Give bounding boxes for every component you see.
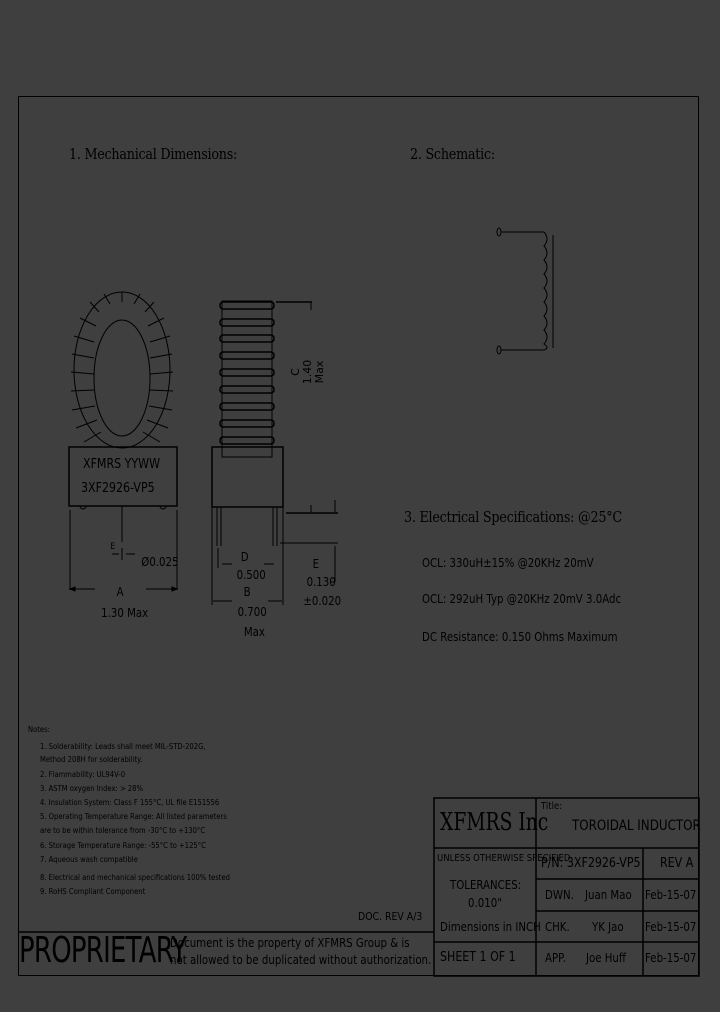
checked-by-name: YK Jao bbox=[592, 920, 624, 934]
dim-d-value: 0.500 bbox=[236, 568, 266, 582]
toroid-side-view bbox=[211, 300, 338, 605]
dim-c-block: C 1.40 Max bbox=[289, 352, 326, 392]
drawing-frame bbox=[18, 96, 699, 976]
mechanical-dimensions-heading: 1. Mechanical Dimensions: bbox=[69, 145, 238, 163]
dim-e-tolerance: ±0.020 bbox=[303, 594, 342, 608]
approved-by-role: APP. bbox=[545, 951, 566, 965]
proprietary-notice-line2: not allowed to be duplicated without aut… bbox=[170, 953, 432, 967]
revision: REV A bbox=[660, 856, 694, 871]
dim-b-suffix: Max bbox=[243, 625, 265, 639]
note-item: 5. Operating Temperature Range: All list… bbox=[40, 812, 227, 821]
drawn-by-date: Feb-15-07 bbox=[645, 888, 697, 902]
checked-by-date: Feb-15-07 bbox=[645, 920, 697, 934]
drawn-by-role: DWN. bbox=[545, 888, 574, 902]
note-item: 3. ASTM oxygen Index: > 28% bbox=[40, 784, 143, 793]
dim-a-value: 1.30 Max bbox=[101, 606, 149, 620]
tolerances-label: TOLERANCES: bbox=[450, 878, 522, 892]
note-item: are to be within tolerance from -30°C to… bbox=[40, 826, 206, 835]
note-item: 1. Solderability: Leads shall meet MIL-S… bbox=[40, 742, 206, 751]
approved-by-name: Joe Huff bbox=[586, 951, 626, 965]
sheet-number: SHEET 1 OF 1 bbox=[440, 950, 516, 965]
dim-a-label: A bbox=[116, 585, 124, 599]
note-item: Method 208H for solderability. bbox=[40, 755, 143, 764]
electrical-specifications-heading: 3. Electrical Specifications: @25°C bbox=[404, 508, 622, 526]
part-number: P/N: 3XF2926-VP5 bbox=[541, 856, 641, 871]
checked-by-role: CHK. bbox=[545, 920, 570, 934]
unless-otherwise-specified: UNLESS OTHERWISE SPECIFIED bbox=[437, 853, 571, 864]
company-name: XFMRS Inc bbox=[440, 808, 549, 836]
note-item: 9. RoHS Compliant Component bbox=[40, 887, 146, 896]
dim-e-value: 0.130 bbox=[306, 575, 336, 589]
spec-dc-resistance: DC Resistance: 0.150 Ohms Maximum bbox=[422, 630, 618, 644]
spec-ocl-typical: OCL: 292uH Typ @20KHz 20mV 3.0Adc bbox=[422, 592, 622, 606]
note-item: 6. Storage Temperature Range: -55°C to +… bbox=[40, 841, 206, 850]
spec-ocl-nominal: OCL: 330uH±15% @20KHz 20mV bbox=[422, 556, 594, 570]
dim-e-label: E bbox=[312, 557, 320, 571]
dim-d-label: D bbox=[240, 550, 249, 564]
title-block-grid bbox=[18, 797, 700, 977]
schematic-heading: 2. Schematic: bbox=[410, 145, 495, 163]
schematic-inductor bbox=[496, 227, 554, 355]
toroid-top-view bbox=[68, 291, 179, 592]
note-item: 7. Aqueous wash compatible bbox=[40, 855, 138, 864]
dim-b-value: 0.700 bbox=[237, 605, 267, 619]
proprietary-notice-line1: Document is the property of XFMRS Group … bbox=[170, 936, 410, 950]
dim-c-suffix: Max bbox=[313, 360, 326, 384]
drawing-title: TOROIDAL INDUCTOR bbox=[572, 818, 701, 834]
note-item: 8. Electrical and mechanical specificati… bbox=[40, 873, 230, 882]
document-revision: DOC. REV A/3 bbox=[358, 910, 423, 923]
note-item: 2. Flammability: UL94V-0 bbox=[40, 770, 126, 779]
component-marking-line2: 3XF2926-VP5 bbox=[81, 481, 155, 496]
note-item: 4. Insulation System: Class F 155°C, UL … bbox=[40, 798, 220, 807]
title-label: Title: bbox=[541, 801, 563, 812]
dim-pin-label: E bbox=[110, 542, 116, 552]
dim-b-label: B bbox=[243, 585, 251, 599]
component-marking-line1: XFMRS YYWW bbox=[83, 457, 161, 472]
dim-pin-diameter: Ø0.025 bbox=[141, 555, 179, 569]
dimension-units: Dimensions in INCH bbox=[440, 920, 541, 934]
approved-by-date: Feb-15-07 bbox=[645, 951, 697, 965]
notes-title: Notes: bbox=[28, 725, 50, 734]
tolerance-value: 0.010" bbox=[468, 896, 502, 910]
drawn-by-name: Juan Mao bbox=[585, 888, 632, 902]
proprietary-label: PROPRIETARY bbox=[19, 930, 187, 971]
